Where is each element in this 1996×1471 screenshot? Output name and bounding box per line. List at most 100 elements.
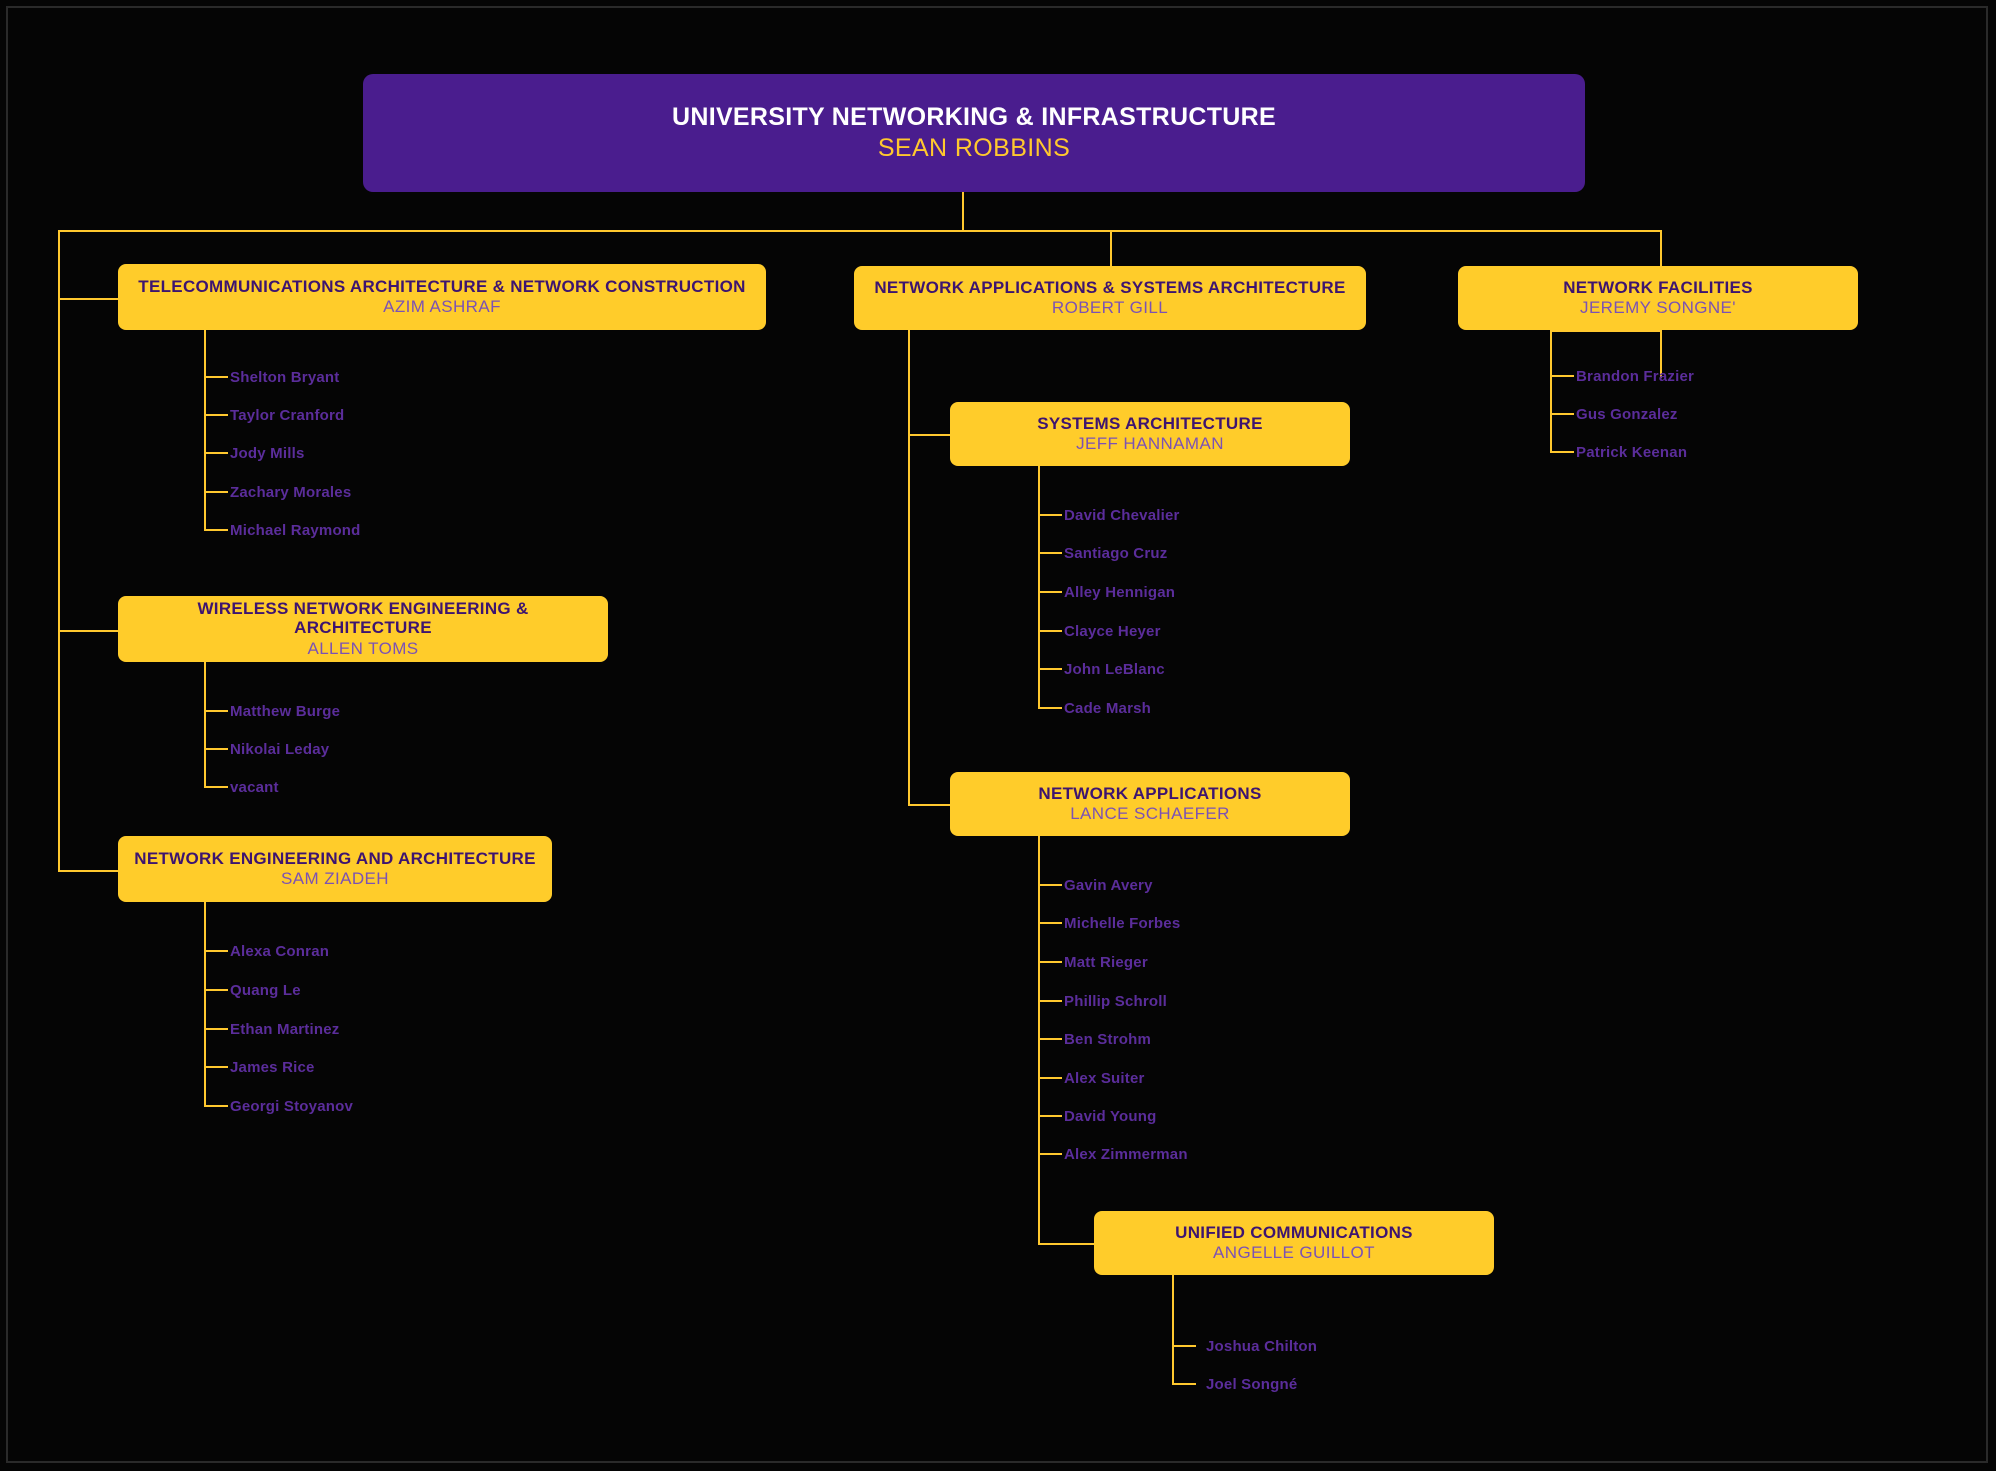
connector-sysarch-tick-3 — [1038, 630, 1062, 632]
node-root[interactable]: UNIVERSITY NETWORKING & INFRASTRUCTURE S… — [363, 74, 1585, 192]
staff-label: Shelton Bryant — [230, 369, 340, 386]
connector-telecom-tick-3 — [204, 491, 228, 493]
connector-unified-tick-0 — [1172, 1345, 1196, 1347]
node-network-facilities[interactable]: NETWORK FACILITIES JEREMY SONGNE' — [1458, 266, 1858, 330]
node-root-person: SEAN ROBBINS — [877, 134, 1071, 163]
canvas-border — [6, 6, 1988, 1463]
node-wireless[interactable]: WIRELESS NETWORK ENGINEERING & ARCHITECT… — [118, 596, 608, 662]
staff-label: Nikolai Leday — [230, 741, 330, 758]
connector-left-stub-wireless — [58, 630, 118, 632]
staff-label: Joel Songné — [1206, 1376, 1298, 1393]
node-wireless-person: ALLEN TOMS — [307, 638, 419, 658]
staff-label: Joshua Chilton — [1206, 1338, 1318, 1355]
node-network-apps-systems-arch[interactable]: NETWORK APPLICATIONS & SYSTEMS ARCHITECT… — [854, 266, 1366, 330]
staff-label: Matt Rieger — [1064, 954, 1148, 971]
node-systems-architecture-title: SYSTEMS ARCHITECTURE — [1037, 413, 1263, 433]
connector-netapps-tick-6 — [1038, 1115, 1062, 1117]
connector-sysarch-tick-4 — [1038, 668, 1062, 670]
connector-telecom-stem — [204, 330, 206, 378]
connector-facilities-bridge — [1550, 330, 1662, 332]
connector-facilities-rail — [1550, 330, 1552, 452]
node-telecom[interactable]: TELECOMMUNICATIONS ARCHITECTURE & NETWOR… — [118, 264, 766, 330]
staff-label: John LeBlanc — [1064, 661, 1165, 678]
connector-netEng-tick-1 — [204, 989, 228, 991]
connector-netapps-tick-3 — [1038, 1000, 1062, 1002]
connector-drop-middle — [1110, 230, 1112, 266]
connector-telecom-tick-2 — [204, 452, 228, 454]
node-network-applications[interactable]: NETWORK APPLICATIONS LANCE SCHAEFER — [950, 772, 1350, 836]
connector-netapps-tick-1 — [1038, 922, 1062, 924]
connector-left-stub-neteng — [58, 870, 118, 872]
connector-netapps-tick-5 — [1038, 1077, 1062, 1079]
staff-label: Brandon Frazier — [1576, 368, 1695, 385]
connector-netapps-stem — [1038, 836, 1040, 884]
connector-main-bus — [58, 230, 1662, 232]
connector-middle-stub-netapps — [908, 804, 950, 806]
connector-netEng-stem — [204, 902, 206, 950]
node-network-engineering[interactable]: NETWORK ENGINEERING AND ARCHITECTURE SAM… — [118, 836, 552, 902]
staff-label: Quang Le — [230, 982, 301, 999]
staff-label: Santiago Cruz — [1064, 545, 1168, 562]
connector-netEng-tick-4 — [204, 1105, 228, 1107]
node-root-title: UNIVERSITY NETWORKING & INFRASTRUCTURE — [671, 102, 1276, 131]
connector-netapps-rail — [1038, 884, 1040, 1153]
connector-unified-stub — [1038, 1243, 1094, 1245]
connector-wireless-tick-0 — [204, 710, 228, 712]
connector-netapps-tick-0 — [1038, 884, 1062, 886]
node-network-apps-systems-arch-title: NETWORK APPLICATIONS & SYSTEMS ARCHITECT… — [874, 277, 1346, 297]
connector-middle-trunk — [908, 376, 910, 806]
connector-sysarch-tick-0 — [1038, 514, 1062, 516]
connector-facilities-tick-0 — [1550, 375, 1574, 377]
connector-facilities-stem — [1660, 330, 1662, 378]
connector-unified-stem — [1172, 1275, 1174, 1323]
staff-label: vacant — [230, 779, 279, 796]
connector-middle-stem — [908, 330, 910, 378]
connector-telecom-tick-0 — [204, 376, 228, 378]
connector-netapps-tick-2 — [1038, 961, 1062, 963]
staff-label: Ethan Martinez — [230, 1021, 340, 1038]
staff-label: David Young — [1064, 1108, 1157, 1125]
staff-label: Alley Hennigan — [1064, 584, 1176, 601]
node-network-apps-systems-arch-person: ROBERT GILL — [1051, 298, 1169, 318]
node-network-applications-person: LANCE SCHAEFER — [1070, 804, 1230, 824]
connector-sysarch-tick-2 — [1038, 591, 1062, 593]
connector-left-stub-telecom — [58, 298, 118, 300]
connector-middle-stub-sysarch — [908, 434, 950, 436]
staff-label: Matthew Burge — [230, 703, 341, 720]
node-systems-architecture-person: JEFF HANNAMAN — [1076, 434, 1224, 454]
staff-label: Cade Marsh — [1064, 700, 1152, 717]
connector-wireless-tick-2 — [204, 786, 228, 788]
staff-label: Jody Mills — [230, 445, 305, 462]
node-network-engineering-person: SAM ZIADEH — [281, 869, 389, 889]
node-network-applications-title: NETWORK APPLICATIONS — [1038, 783, 1262, 803]
staff-label: Alex Suiter — [1064, 1070, 1145, 1087]
staff-label: Georgi Stoyanov — [230, 1098, 354, 1115]
staff-label: Taylor Cranford — [230, 407, 345, 424]
node-wireless-title: WIRELESS NETWORK ENGINEERING & ARCHITECT… — [197, 598, 529, 638]
node-network-facilities-person: JEREMY SONGNE' — [1580, 298, 1736, 318]
staff-label: Michael Raymond — [230, 522, 361, 539]
connector-netapps-to-unified — [1038, 1153, 1040, 1245]
connector-wireless-stem — [204, 662, 206, 710]
connector-root-stem — [962, 192, 964, 232]
staff-label: Zachary Morales — [230, 484, 352, 501]
connector-facilities-tick-1 — [1550, 413, 1574, 415]
node-systems-architecture[interactable]: SYSTEMS ARCHITECTURE JEFF HANNAMAN — [950, 402, 1350, 466]
connector-sysarch-tick-5 — [1038, 707, 1062, 709]
connector-left-trunk — [58, 230, 60, 872]
connector-netapps-tick-7 — [1038, 1153, 1062, 1155]
connector-telecom-tick-1 — [204, 414, 228, 416]
connector-netapps-tick-4 — [1038, 1038, 1062, 1040]
connector-unified-rail — [1172, 1323, 1174, 1385]
node-unified-communications[interactable]: UNIFIED COMMUNICATIONS ANGELLE GUILLOT — [1094, 1211, 1494, 1275]
connector-wireless-tick-1 — [204, 748, 228, 750]
node-unified-communications-person: ANGELLE GUILLOT — [1213, 1243, 1375, 1263]
connector-sysarch-tick-1 — [1038, 552, 1062, 554]
connector-netEng-tick-0 — [204, 950, 228, 952]
staff-label: Gavin Avery — [1064, 877, 1153, 894]
staff-label: Patrick Keenan — [1576, 444, 1688, 461]
node-network-facilities-title: NETWORK FACILITIES — [1563, 277, 1753, 297]
node-unified-communications-title: UNIFIED COMMUNICATIONS — [1175, 1222, 1413, 1242]
connector-facilities-tick-2 — [1550, 451, 1574, 453]
